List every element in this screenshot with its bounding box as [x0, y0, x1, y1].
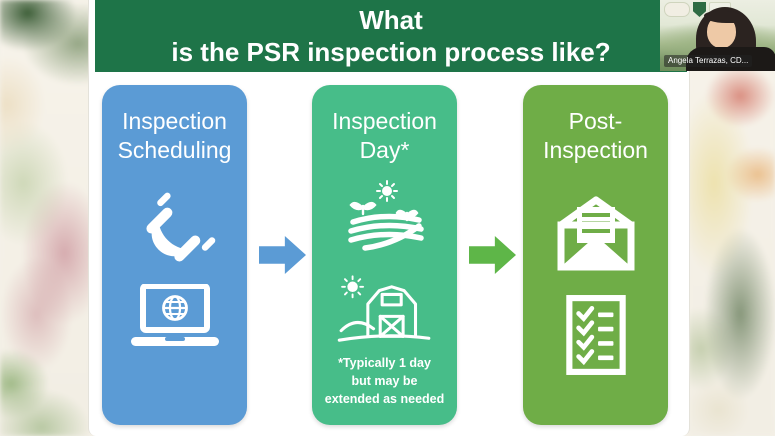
- checklist-icon: [565, 294, 627, 376]
- card-footnote: *Typically 1 day but may be extended as …: [324, 355, 445, 407]
- card-inspection-day: Inspection Day*: [312, 85, 457, 425]
- shield-logo: [693, 2, 706, 17]
- cdfa-logo: [664, 2, 690, 17]
- laptop-globe-icon: [129, 283, 221, 350]
- phone-icon: [127, 188, 223, 284]
- webcam-tile[interactable]: Angela Terrazas, CD...: [660, 0, 775, 71]
- right-arrow-icon: [469, 236, 516, 274]
- card-label: Inspection Day*: [332, 108, 437, 164]
- card-post-inspection: Post- Inspection: [523, 85, 668, 425]
- vegetables-background-right: [688, 0, 775, 436]
- vegetables-background-left: [0, 0, 92, 436]
- open-envelope-icon: [551, 194, 641, 274]
- barn-sun-icon: [336, 262, 434, 344]
- card-label: Post- Inspection: [543, 108, 648, 164]
- presentation-slide: What is the PSR inspection process like?…: [88, 0, 690, 436]
- participant-name-label: Angela Terrazas, CD...: [664, 55, 753, 67]
- right-arrow-icon: [259, 236, 306, 274]
- field-sun-icon: [343, 179, 427, 256]
- card-label: Inspection Scheduling: [117, 108, 232, 164]
- card-inspection-scheduling: Inspection Scheduling: [102, 85, 247, 425]
- slide-title-bar: What is the PSR inspection process like?: [95, 0, 687, 72]
- participant-hair-fringe: [704, 11, 740, 23]
- slide-title: What is the PSR inspection process like?: [171, 4, 611, 67]
